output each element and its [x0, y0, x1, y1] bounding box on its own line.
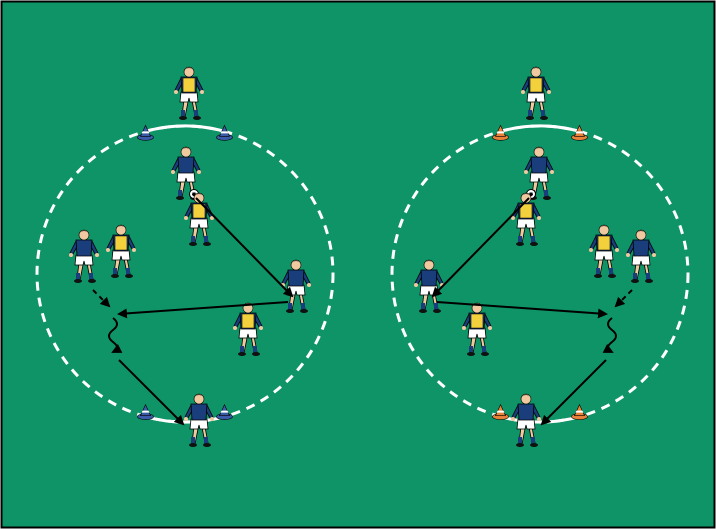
pitch-surface [2, 2, 715, 528]
drill-diagram [0, 0, 716, 529]
